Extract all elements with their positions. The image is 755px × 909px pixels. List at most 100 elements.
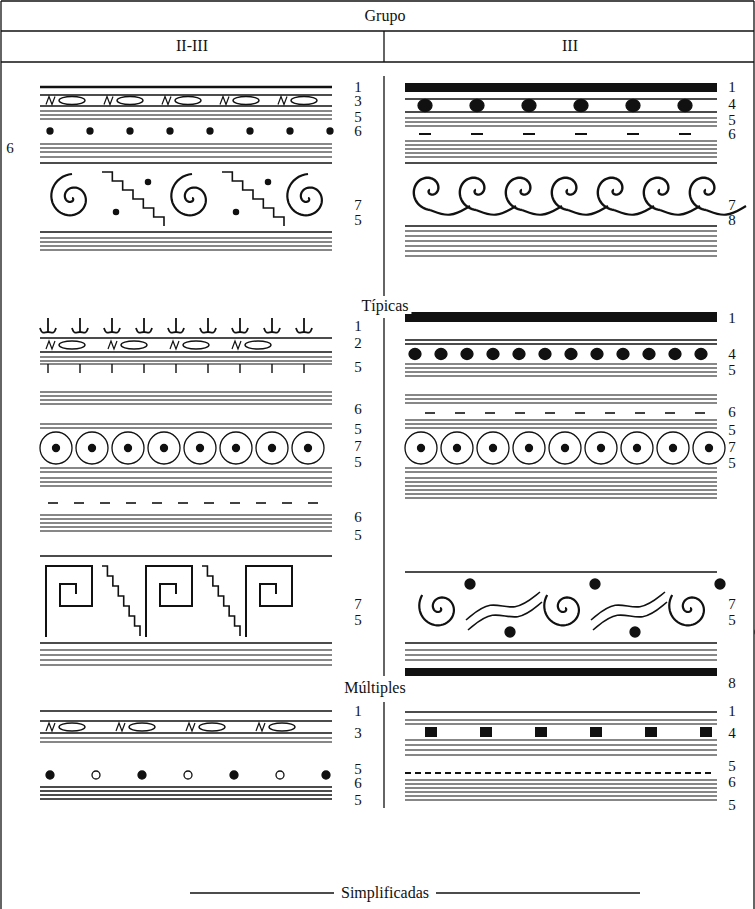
band-line [40,360,332,361]
dot-motif [549,432,581,464]
dash-motif [425,412,435,414]
band-line [405,375,717,376]
dot-motif [233,445,240,452]
column-divider [383,318,384,676]
column-divider [383,31,384,62]
anchor-motif [40,328,56,333]
band-line [40,162,332,164]
band-line [40,518,332,519]
dot-motif [513,349,525,360]
band-line [405,711,717,713]
dash-motif [435,772,441,774]
band-line [405,795,717,796]
dot-motif [76,432,108,464]
dash-motif [100,502,110,504]
spiral-motif [460,178,485,210]
dot-motif [695,349,707,360]
callout-number: 5 [354,422,362,437]
band-line [40,237,332,238]
band-line [405,240,717,241]
scribble-motif [116,723,125,731]
dash-motif [471,133,483,135]
scribble-motif [59,723,85,731]
scribble-motif [104,97,113,105]
band-line [405,339,717,340]
dot-motif [287,128,293,134]
callout-number: 4 [728,726,736,741]
comb-tick [239,364,240,373]
band-line [40,105,332,107]
band-line [405,719,717,720]
band-line [405,497,717,498]
scroll-motif [706,206,746,215]
comb-tick [175,364,176,373]
callout-number: 5 [354,793,362,808]
scribble-motif [162,97,171,105]
callout-number: 6 [354,510,362,525]
dot-motif [87,128,93,134]
anchor-motif [79,318,81,332]
band-line [405,471,717,472]
anchor-motif [239,318,241,332]
dot-motif [465,579,475,589]
band-line [40,481,332,482]
table-border [0,1,1,909]
dot-motif [265,179,270,184]
dash-motif [419,133,431,135]
band-line [40,514,332,515]
dash-motif [685,772,691,774]
dot-motif [409,349,421,360]
dash-motif [575,772,581,774]
dot-motif [405,432,437,464]
dash-motif [535,772,541,774]
band-line [40,664,332,665]
anchor-motif [104,328,120,333]
callout-number: 1 [354,704,362,719]
band-line [40,477,332,478]
square-motif [700,727,712,737]
dot-motif [505,627,515,637]
anchor-motif [200,328,216,333]
dot-motif [418,100,432,112]
band-line [405,783,717,784]
anchor-motif [232,328,248,333]
table-border [753,1,754,909]
band-patterns [40,83,755,800]
scribble-motif [199,723,225,731]
scribble-motif [278,97,287,105]
dash-motif [675,772,681,774]
dot-motif [167,128,173,134]
callout-number: 5 [354,360,362,375]
scribble-motif [269,723,295,731]
dot-motif [220,432,252,464]
dot-motif [693,432,725,464]
callout-number: 6 [6,141,14,156]
callout-number: 6 [728,775,736,790]
comb-tick [111,364,112,373]
dash-motif [74,502,84,504]
dot-motif [256,432,288,464]
dash-motif [515,412,525,414]
step-motif [102,566,140,636]
dash-motif [575,133,587,135]
dot-motif [418,445,425,452]
callout-number: 7 [354,198,362,213]
band-line [405,791,717,792]
thick-bar [405,668,717,676]
band-line [405,255,717,256]
scribble-motif [108,341,117,349]
step-motif [102,172,164,226]
callout-number: 3 [354,94,362,109]
dot-motif [230,771,238,779]
dot-motif [598,445,605,452]
dash-motif [545,412,555,414]
dash-motif [705,772,711,774]
band-line [40,86,332,88]
dot-motif [441,432,473,464]
dash-motif [485,412,495,414]
callout-number: 6 [354,124,362,139]
band-line [405,245,717,246]
dash-motif [575,412,585,414]
callout-number: 5 [354,528,362,543]
